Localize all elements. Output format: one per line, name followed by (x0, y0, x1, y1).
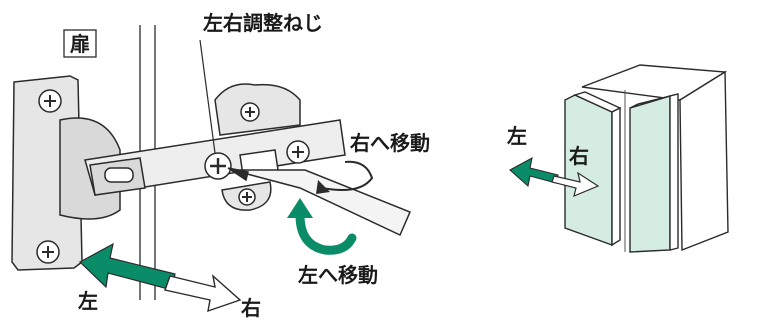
rotate-right-arrow-icon (316, 160, 374, 194)
cabinet-left-arrow-icon (509, 156, 559, 188)
adjust-screw-label: 左右調整ねじ (203, 11, 323, 35)
svg-text:扉: 扉 (70, 32, 90, 56)
right-cabinet-door (629, 93, 679, 253)
left-arrow-icon (78, 242, 176, 291)
cabinet-right-arrow-icon (551, 171, 600, 198)
screw-leader-line (199, 39, 216, 154)
door-label: 扉 (63, 29, 97, 58)
rotate-left-arrow-icon (287, 198, 357, 255)
cabinet-icon (581, 64, 729, 252)
move-left-label: 左へ移動 (298, 263, 378, 287)
right-bottom-label: 右 (241, 296, 261, 320)
left-bottom-label: 左 (78, 289, 98, 313)
screwdriver-icon (227, 167, 411, 237)
right-arrow-icon (164, 274, 242, 313)
left-cabinet-door (564, 91, 622, 247)
move-right-label: 右へ移動 (350, 131, 430, 155)
cabinet-left-label: 左 (507, 124, 527, 148)
adjustment-screw-icon (204, 152, 232, 180)
mounting-plate (214, 83, 310, 211)
cabinet-right-label: 右 (569, 144, 589, 168)
